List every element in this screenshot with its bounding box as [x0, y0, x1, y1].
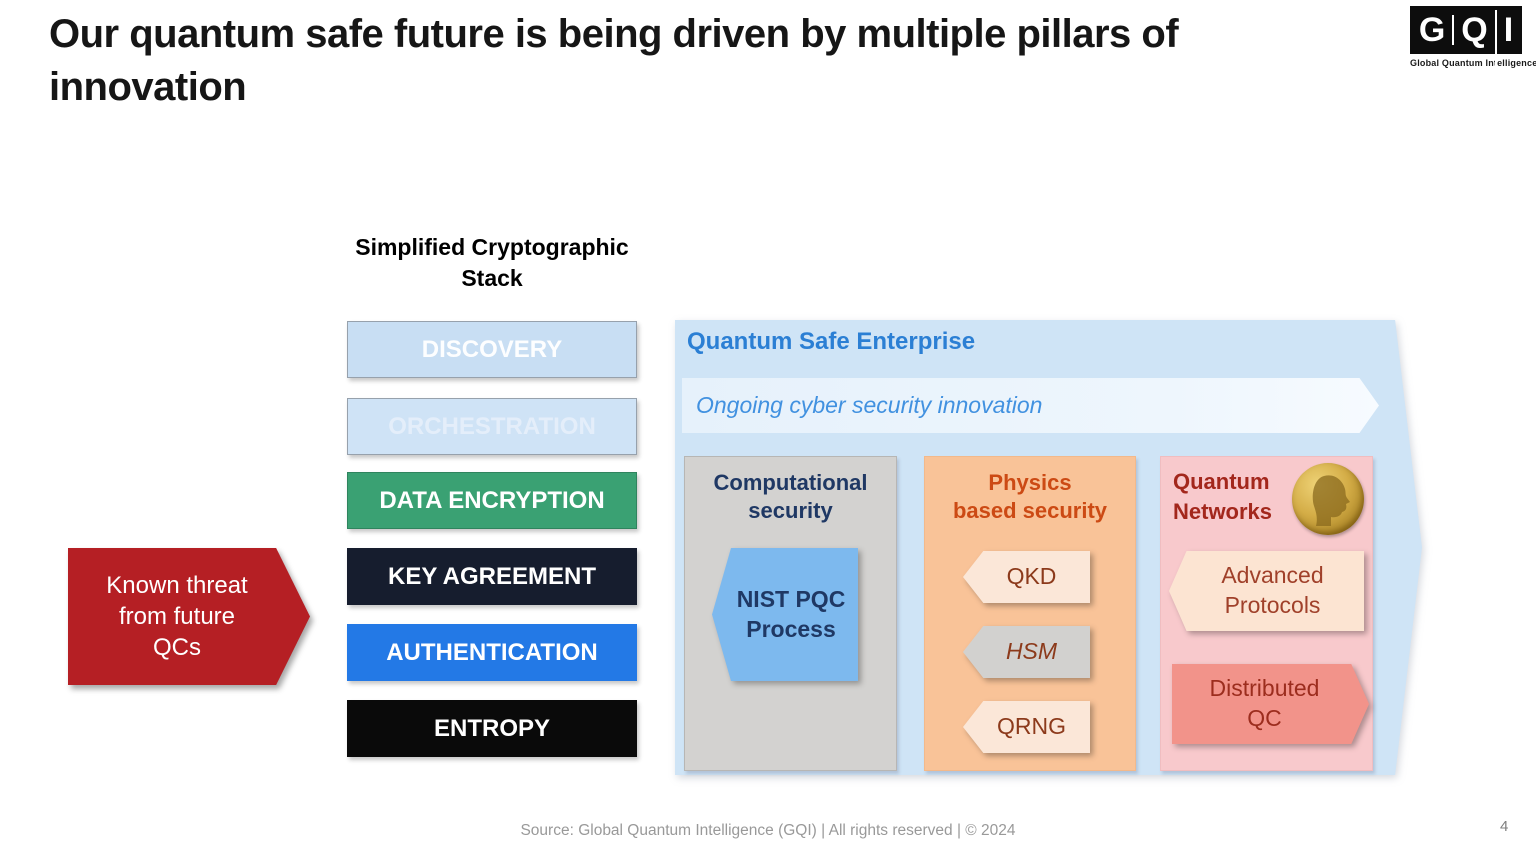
nist-pqc-process-shape: NIST PQC Process: [712, 548, 858, 681]
advanced-protocols-shape: Advanced Protocols: [1169, 551, 1364, 631]
stack-layer-entropy: ENTROPY: [347, 700, 637, 757]
threat-arrow: Known threat from future QCs: [68, 548, 310, 685]
logo-letter-q: Q: [1461, 10, 1488, 49]
stack-layer-data-encryption: DATA ENCRYPTION: [347, 472, 637, 529]
threat-arrow-label: QCs: [153, 634, 201, 662]
stack-layer-label: DISCOVERY: [421, 335, 563, 363]
shape-line: QC: [1247, 705, 1282, 731]
nobel-medal-icon: [1292, 463, 1364, 535]
shape-line: NIST PQC: [736, 585, 846, 612]
heading-line: Computational: [713, 470, 868, 495]
shape-line: Protocols: [1224, 592, 1321, 618]
enterprise-heading: Quantum Safe Enterprise: [687, 328, 976, 355]
logo-tagline: Global Quantum Intelligence: [1410, 58, 1536, 68]
stack-layer-discovery: DISCOVERY: [347, 321, 637, 378]
computational-security-heading: Computational security: [685, 469, 896, 525]
shape-line: Distributed: [1209, 675, 1320, 702]
heading-line: Networks: [1173, 498, 1273, 524]
threat-arrow-label: from future: [118, 602, 236, 630]
stack-layer-key-agreement: KEY AGREEMENT: [347, 548, 637, 605]
heading-line: based security: [952, 497, 1108, 523]
logo-divider-icon: [1494, 10, 1497, 66]
stack-layer-label: ENTROPY: [433, 714, 550, 742]
heading-line: Physics: [988, 470, 1072, 495]
qkd-label: QKD: [963, 551, 1090, 603]
stack-layer-orchestration: ORCHESTRATION: [347, 398, 637, 455]
hsm-label: HSM: [963, 626, 1090, 678]
distributed-qc-label: Distributed QC: [1172, 664, 1369, 744]
heading-line: Quantum: [1173, 469, 1270, 494]
distributed-qc-shape: Distributed QC: [1172, 664, 1369, 744]
qrng-shape: QRNG: [963, 701, 1090, 753]
nist-pqc-process-label: NIST PQC Process: [712, 548, 858, 681]
logo-letter-g: G: [1418, 10, 1446, 49]
stack-layer-label: AUTHENTICATION: [386, 638, 598, 666]
page-title: Our quantum safe future is being driven …: [49, 12, 1179, 110]
page-number: 4: [1500, 818, 1509, 835]
logo-divider-icon: [1452, 15, 1455, 45]
stack-layer-label: KEY AGREEMENT: [387, 562, 597, 590]
gqi-logo: G Q I Global Quantum Intelligence: [1410, 6, 1536, 68]
advanced-protocols-label: Advanced Protocols: [1169, 551, 1364, 631]
qrng-label: QRNG: [963, 701, 1090, 753]
logo-letter-i: I: [1503, 10, 1514, 49]
stack-layer-label: ORCHESTRATION: [388, 412, 596, 440]
hsm-shape: HSM: [963, 626, 1090, 678]
innovation-banner: Ongoing cyber security innovation: [682, 378, 1379, 433]
qkd-shape: QKD: [963, 551, 1090, 603]
innovation-banner-label: Ongoing cyber security innovation: [696, 392, 1043, 418]
crypto-stack-heading: Simplified Cryptographic Stack: [355, 234, 629, 292]
quantum-networks-header: Quantum Networks: [1161, 457, 1372, 535]
column-physics-based-security: Physics based security: [924, 456, 1136, 771]
shape-line: Process: [746, 615, 836, 642]
source-footer: Source: Global Quantum Intelligence (GQI…: [520, 822, 1016, 839]
quantum-networks-heading: Quantum Networks: [1173, 467, 1272, 526]
shape-line: Advanced: [1221, 562, 1324, 589]
stack-layer-authentication: AUTHENTICATION: [347, 624, 637, 681]
threat-arrow-shape: Known threat from future QCs: [68, 548, 310, 685]
heading-line: security: [748, 497, 833, 523]
gqi-logo-mark: G Q I: [1410, 6, 1522, 66]
stack-layer-label: DATA ENCRYPTION: [379, 486, 605, 514]
physics-based-security-heading: Physics based security: [925, 469, 1135, 525]
threat-arrow-label: Known threat: [106, 571, 248, 599]
